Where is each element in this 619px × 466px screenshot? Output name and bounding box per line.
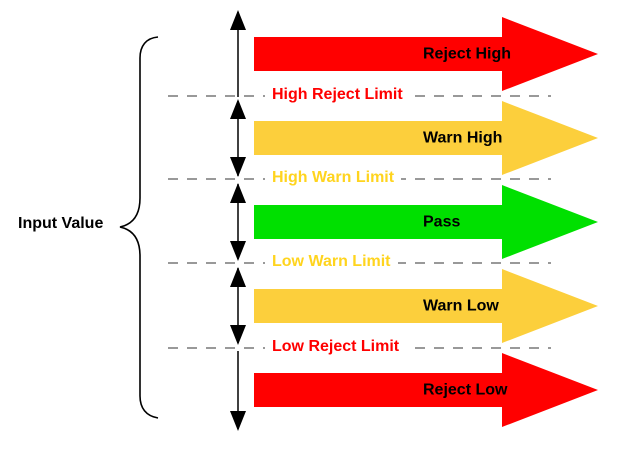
up-arrowhead-icon xyxy=(230,99,246,119)
input-value-label: Input Value xyxy=(18,215,104,232)
band-label: Pass xyxy=(423,213,461,231)
right-arrowhead-icon xyxy=(502,101,598,175)
up-arrowhead-icon xyxy=(230,183,246,203)
down-arrowhead-icon xyxy=(230,325,246,345)
arrowheads xyxy=(230,10,246,431)
curly-brace-icon xyxy=(119,36,159,419)
band-shaft xyxy=(254,37,502,71)
right-arrowhead-icon xyxy=(502,185,598,259)
band-label: Reject High xyxy=(423,45,512,63)
band-label: Reject Low xyxy=(423,381,508,399)
limit-line-low-reject: Low Reject Limit xyxy=(168,337,551,356)
band-shaft xyxy=(254,121,502,155)
up-arrowhead-icon xyxy=(230,10,246,30)
right-arrowhead-icon xyxy=(502,17,598,91)
band-shaft xyxy=(254,205,502,239)
limit-label-high-reject: High Reject Limit xyxy=(265,85,410,104)
up-arrowhead-icon xyxy=(230,267,246,287)
limit-line-high-warn: High Warn Limit xyxy=(168,168,551,187)
band-shaft xyxy=(254,373,502,407)
band-shaft xyxy=(254,289,502,323)
band-pass: Pass xyxy=(254,185,598,260)
right-arrowhead-icon xyxy=(502,269,598,343)
limit-label-high-warn: High Warn Limit xyxy=(265,168,402,187)
band-label: Warn Low xyxy=(423,297,499,315)
band-reject-high: Reject High xyxy=(254,17,598,92)
limit-label-low-warn: Low Warn Limit xyxy=(265,252,398,271)
down-arrowhead-icon xyxy=(230,157,246,177)
down-arrowhead-icon xyxy=(230,411,246,431)
limit-line-low-warn: Low Warn Limit xyxy=(168,252,551,271)
band-label: Warn High xyxy=(423,129,503,147)
limit-line-high-reject: High Reject Limit xyxy=(168,85,551,104)
band-reject-low: Reject Low xyxy=(254,353,598,428)
limit-label-low-reject: Low Reject Limit xyxy=(265,337,407,356)
right-arrowhead-icon xyxy=(502,353,598,427)
band-warn-low: Warn Low xyxy=(254,269,598,344)
band-warn-high: Warn High xyxy=(254,101,598,176)
down-arrowhead-icon xyxy=(230,241,246,261)
